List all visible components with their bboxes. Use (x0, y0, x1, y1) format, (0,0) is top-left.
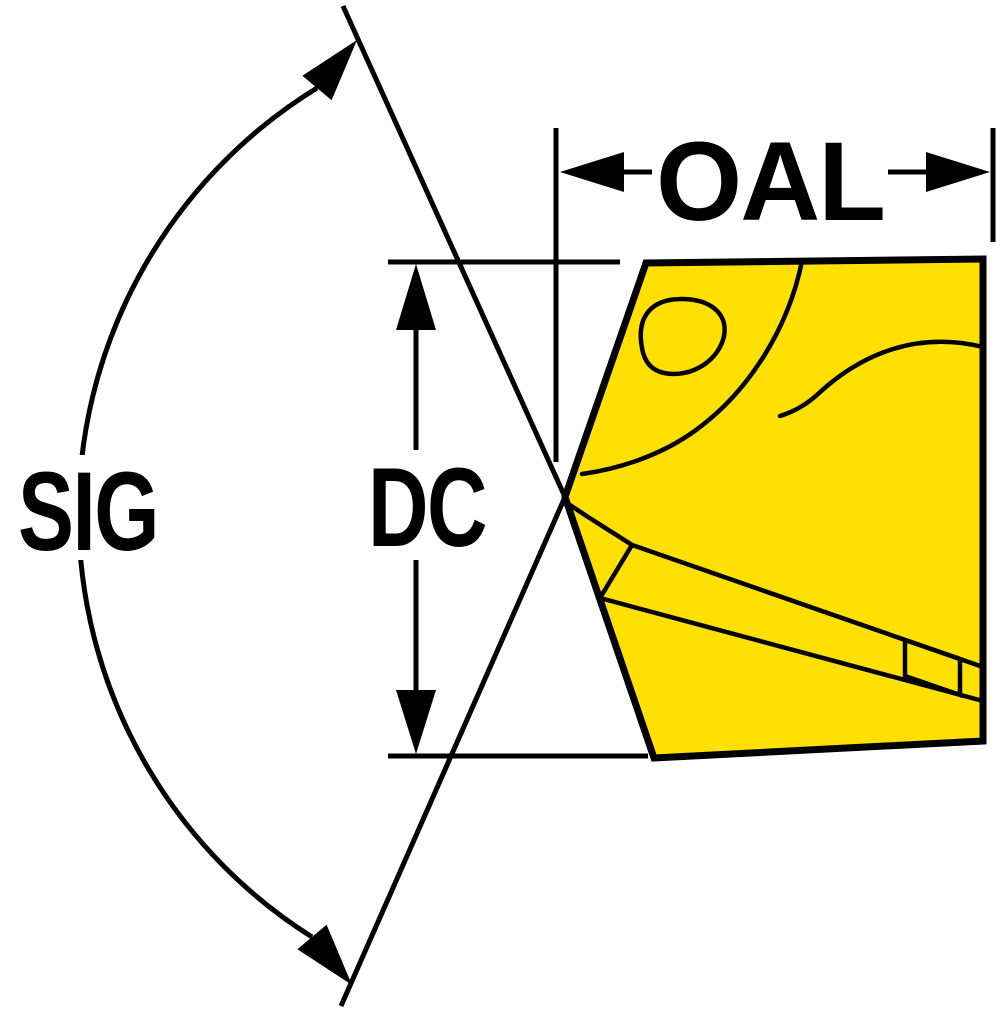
dc-dimension: DC (368, 259, 648, 759)
insert-corner-notch (902, 636, 963, 699)
insert-flute-curve (579, 258, 805, 477)
sig-arrow-bottom-icon (297, 924, 352, 985)
insert-flute-pocket-line (638, 296, 727, 377)
dc-label: DC (368, 445, 486, 570)
dc-arrow-down-icon (396, 690, 436, 754)
oal-dimension: OAL (553, 119, 996, 462)
dc-arrow-up-icon (396, 264, 436, 330)
sig-dimension: SIG (8, 40, 357, 985)
angle-lines (338, 4, 568, 1008)
upper-angle-line (340, 4, 568, 499)
insert-margin-step-line (597, 542, 635, 601)
drill-insert (561, 255, 987, 762)
insert-chisel-line (567, 502, 635, 548)
insert-margin-bottom-line (597, 595, 986, 704)
oal-label: OAL (656, 119, 884, 244)
oal-arrow-left-icon (560, 152, 624, 192)
insert-outline (561, 255, 987, 762)
oal-arrow-right-icon (926, 152, 990, 192)
sig-label-background (8, 455, 168, 560)
sig-label: SIG (18, 449, 158, 574)
lower-angle-line (338, 495, 568, 1008)
insert-back-curve (777, 339, 986, 419)
sig-arrow-top-icon (302, 40, 357, 101)
